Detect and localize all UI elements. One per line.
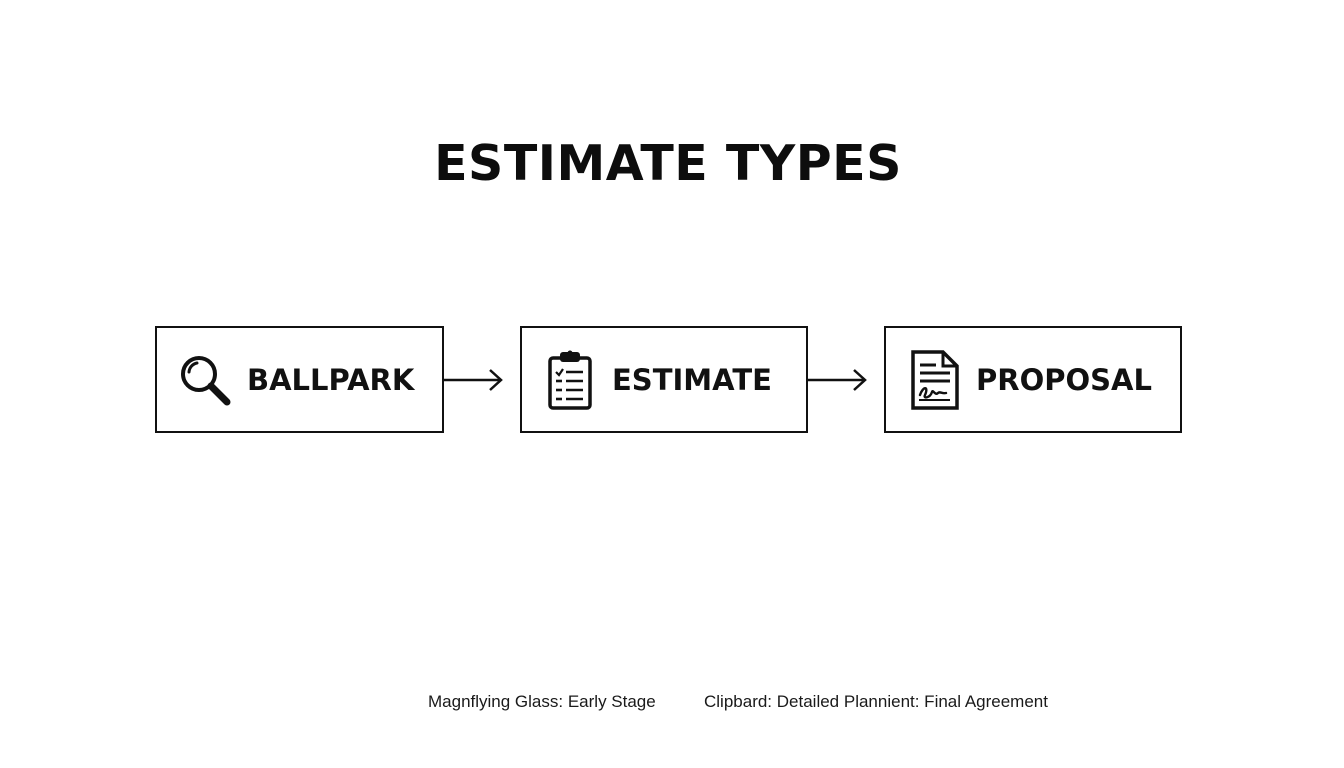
stage-label-proposal: PROPOSAL — [976, 362, 1152, 397]
stage-label-estimate: ESTIMATE — [612, 362, 772, 397]
arrow-right-icon — [444, 369, 503, 391]
clipboard-checklist-icon — [542, 348, 598, 412]
caption-detailed-planning: Clipbard: Detailed Plannient: Final Agre… — [704, 692, 1048, 711]
magnifying-glass-icon — [177, 348, 233, 412]
stage-box-estimate: ESTIMATE — [520, 326, 808, 433]
stage-box-ballpark: BALLPARK — [155, 326, 444, 433]
signed-document-icon — [906, 348, 962, 412]
caption-early-stage: Magnflying Glass: Early Stage — [428, 692, 656, 711]
stage-label-ballpark: BALLPARK — [247, 362, 415, 397]
stage-box-proposal: PROPOSAL — [884, 326, 1182, 433]
arrow-right-icon — [808, 369, 867, 391]
diagram-title: ESTIMATE TYPES — [434, 135, 902, 192]
